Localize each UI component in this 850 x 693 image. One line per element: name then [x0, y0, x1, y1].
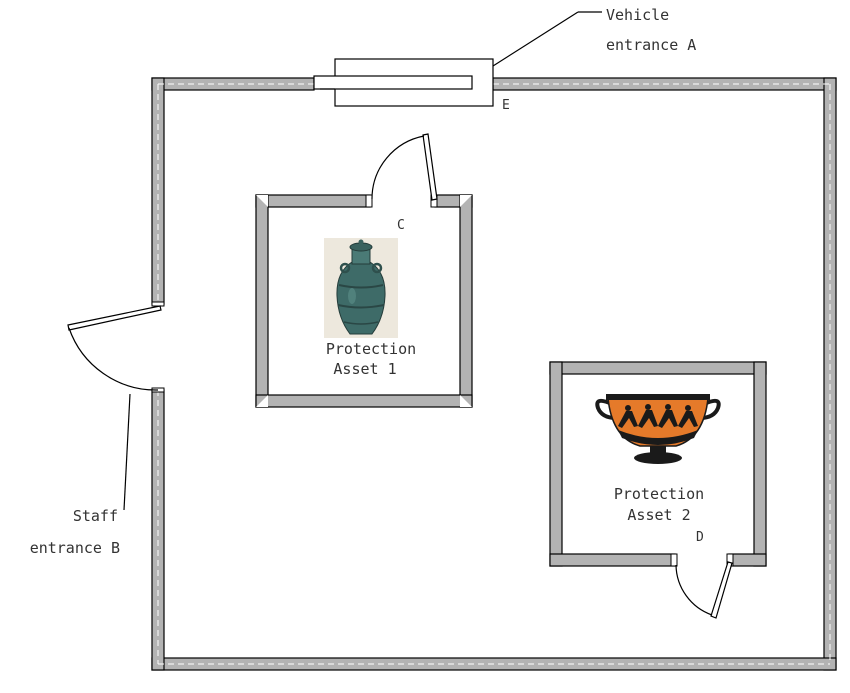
- vehicle-entrance-label-line1: Vehicle: [606, 6, 669, 24]
- bronze-vase-icon: [324, 238, 398, 338]
- room-asset-1: [255, 133, 473, 408]
- greek-kylix-cup-icon: [595, 394, 721, 464]
- staff-door-b: [67, 301, 165, 393]
- vehicle-entrance-leader-line: [492, 11, 579, 67]
- staff-entrance-leader-line: [123, 393, 131, 511]
- vehicle-gate-e: [313, 58, 494, 107]
- vehicle-entrance-label-line2: entrance A: [606, 36, 696, 54]
- asset-2-label-line1: Protection: [614, 485, 704, 503]
- staff-entrance-label-line2: entrance B: [30, 539, 120, 557]
- asset-1-label-line1: Protection: [326, 340, 416, 358]
- outer-wall: [151, 77, 837, 671]
- gate-e-label: E: [502, 98, 510, 113]
- asset-1-label-line2: Asset 1: [333, 360, 396, 378]
- asset-2-label-line2: Asset 2: [627, 506, 690, 524]
- door-c-label: C: [397, 218, 405, 233]
- staff-entrance-label-line1: Staff: [73, 507, 118, 525]
- door-d-label: D: [696, 530, 704, 545]
- room-asset-2: [549, 361, 767, 619]
